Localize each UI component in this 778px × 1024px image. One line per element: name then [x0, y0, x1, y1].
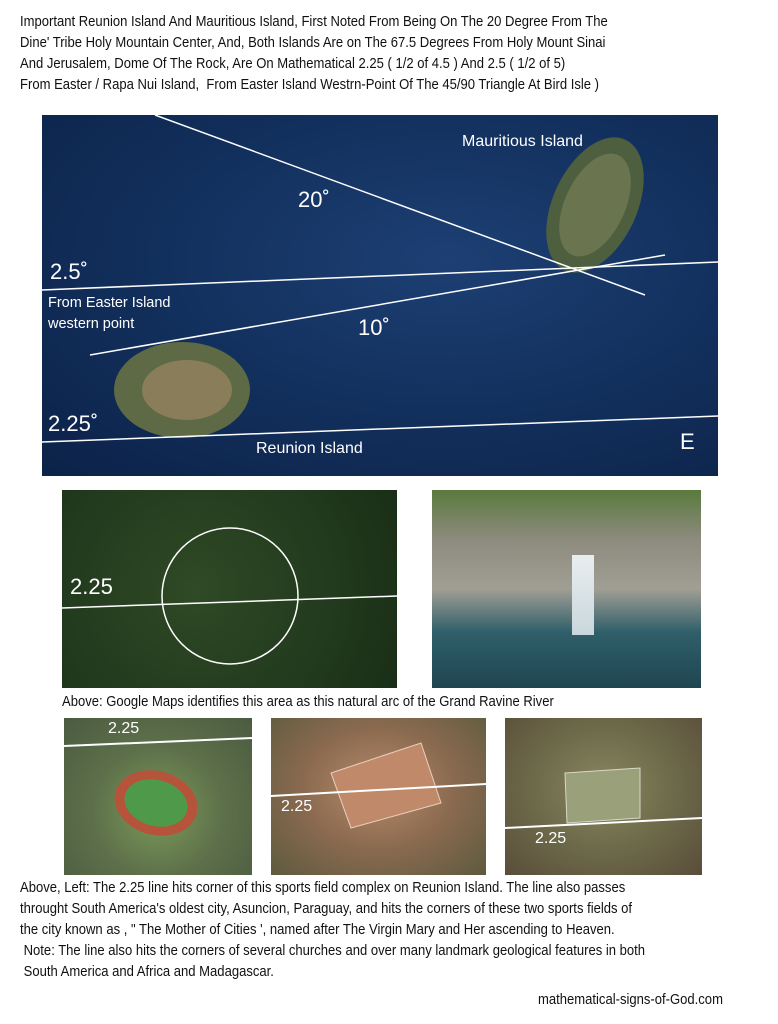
from-easter-label-1: From Easter Island	[48, 295, 171, 311]
description-paragraph: Above, Left: The 2.25 line hits corner o…	[20, 878, 645, 983]
title-line: Dine' Tribe Holy Mountain Center, And, B…	[20, 35, 606, 51]
title: Important Reunion Island And Mauritious …	[20, 12, 608, 96]
forest-line-label: 2.25	[70, 574, 113, 599]
reunion-label: Reunion Island	[256, 440, 363, 457]
from-easter-label-2: western point	[48, 316, 135, 332]
east-label: E	[680, 429, 695, 454]
paragraph-line: Note: The line also hits the corners of …	[20, 943, 646, 959]
highlight-circle	[161, 527, 299, 665]
waterfall-photo	[432, 490, 701, 688]
field-line-label: 2.25	[281, 798, 313, 815]
sports-field	[564, 767, 641, 824]
line-2-25	[271, 783, 486, 797]
line-2-25-degree	[42, 415, 718, 443]
angle-10-label: 10˚	[358, 315, 390, 340]
title-line: From Easter / Rapa Nui Island, From East…	[20, 77, 600, 93]
footer-site-name: mathematical-signs-of-God.com	[538, 992, 723, 1008]
line-2-25	[64, 737, 252, 747]
angle-20-label: 20˚	[298, 187, 330, 212]
paragraph-line: South America and Africa and Madagascar.	[20, 964, 274, 980]
caption-grand-ravine: Above: Google Maps identifies this area …	[62, 694, 554, 710]
sports-field	[330, 742, 442, 829]
line-2-5-degree	[42, 261, 718, 291]
forest-aerial-image: 2.25	[62, 490, 397, 688]
line-10-degree	[89, 254, 666, 356]
field-line-label: 2.25	[535, 830, 567, 847]
title-line: And Jerusalem, Dome Of The Rock, Are On …	[20, 56, 566, 72]
paragraph-line: the city known as , " The Mother of Citi…	[20, 922, 615, 938]
field-line-label: 2.25	[108, 720, 140, 737]
sports-field-asuncion-image-1: 2.25	[271, 718, 486, 875]
angle-2-25-label: 2.25˚	[48, 411, 99, 436]
satellite-map: Mauritious Island 20˚ 2.5˚ From Easter I…	[42, 115, 718, 476]
line-2-25	[62, 595, 397, 609]
line-2-25	[505, 817, 702, 829]
line-20-degree	[154, 115, 646, 296]
sports-field-asuncion-image-2: 2.25	[505, 718, 702, 875]
mauritius-label: Mauritious Island	[462, 133, 583, 150]
sports-field-reunion-image: 2.25	[64, 718, 252, 875]
angle-2-5-label: 2.5˚	[50, 259, 88, 284]
paragraph-line: Above, Left: The 2.25 line hits corner o…	[20, 880, 626, 896]
paragraph-line: throught South America's oldest city, As…	[20, 901, 633, 917]
title-line: Important Reunion Island And Mauritious …	[20, 14, 608, 30]
waterfall-stream	[572, 555, 594, 635]
